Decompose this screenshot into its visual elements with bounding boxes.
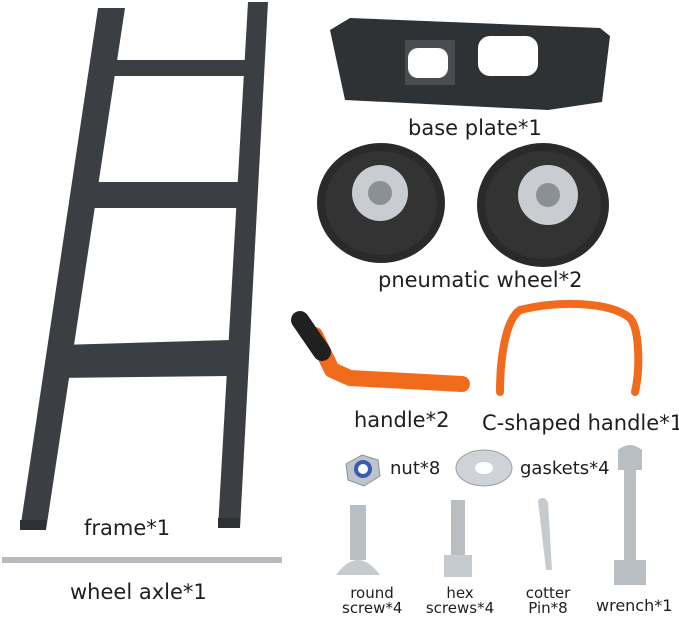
- wheel-left: [317, 143, 445, 263]
- wheel-right: [477, 143, 609, 267]
- label-handle: handle*2: [354, 408, 450, 432]
- label-hex-screws-line1: hex: [446, 584, 474, 602]
- label-hex-screws-line2: screws*4: [425, 599, 495, 617]
- frame-ladder: [20, 2, 268, 530]
- handle: [291, 311, 470, 392]
- c-shaped-handle: [496, 299, 643, 396]
- nut: [345, 454, 381, 487]
- round-screw: [336, 505, 380, 575]
- label-round-screw-line1: round: [350, 584, 394, 602]
- label-c-shaped-handle: C-shaped handle*1: [482, 411, 679, 435]
- label-wheel-axle: wheel axle*1: [70, 580, 207, 604]
- label-round-screw-line2: screw*4: [342, 599, 403, 617]
- label-hex-screws: hex screws*4: [418, 586, 502, 616]
- cotter-pin: [538, 497, 552, 570]
- wheel-axle: [2, 557, 282, 563]
- label-pneumatic-wheel: pneumatic wheel*2: [378, 268, 583, 292]
- label-cotter-pin-line1: cotter: [525, 584, 571, 602]
- label-round-screw: round screw*4: [342, 586, 402, 616]
- label-base-plate: base plate*1: [408, 116, 542, 140]
- label-frame: frame*1: [84, 516, 171, 540]
- gasket: [455, 449, 513, 487]
- label-wrench: wrench*1: [596, 596, 673, 615]
- hex-screw: [444, 500, 472, 577]
- base-plate: [330, 18, 610, 110]
- wrench: [614, 445, 646, 585]
- label-nut: nut*8: [390, 458, 441, 479]
- label-cotter-pin: cotter Pin*8: [518, 586, 578, 616]
- label-gaskets: gaskets*4: [520, 458, 610, 479]
- label-cotter-pin-line2: Pin*8: [528, 599, 568, 617]
